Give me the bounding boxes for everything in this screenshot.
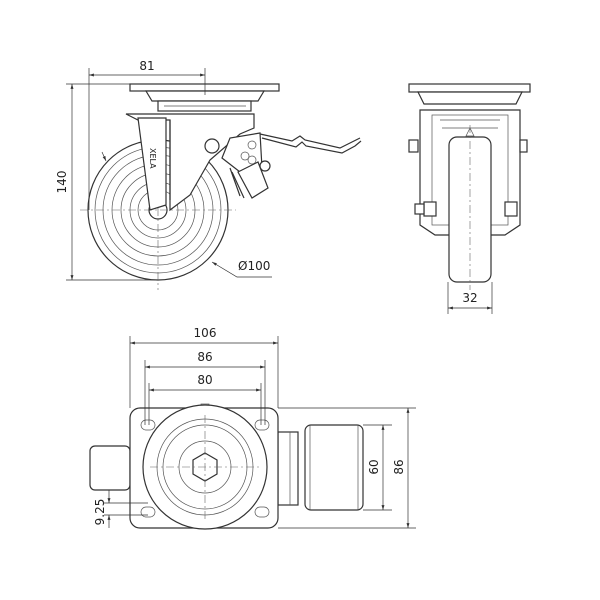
dimension-60: 60 [363, 424, 392, 511]
bolt [408, 139, 419, 153]
brake-stub [89, 445, 131, 491]
wheel-neck [277, 431, 299, 506]
dim-140-label: 140 [55, 171, 69, 194]
dim-80-label: 80 [197, 373, 212, 387]
dimension-9-25: 9.25 [93, 490, 148, 528]
side-top-plate [129, 83, 280, 112]
dimension-81: 81 [88, 59, 206, 210]
mount-hole [140, 506, 156, 518]
dim-86-label: 86 [197, 350, 212, 364]
dim-9-25-label: 9.25 [93, 499, 107, 526]
mount-hole [254, 506, 270, 518]
bolt [423, 201, 437, 217]
dimension-140: 140 [55, 83, 158, 281]
top-view: 106 86 80 60 86 [89, 326, 416, 530]
dim-diameter-label: Ø100 [238, 259, 270, 273]
side-fork: XELA [125, 113, 255, 212]
dim-81-label: 81 [139, 59, 154, 73]
dim-60-label: 60 [367, 459, 381, 474]
dimension-86-vertical: 86 [278, 407, 416, 529]
side-brake [204, 132, 362, 199]
top-wheel [304, 424, 364, 511]
dimension-106: 106 [129, 326, 279, 408]
mount-hole [140, 419, 156, 431]
dimension-diameter-100: Ø100 [101, 151, 272, 278]
front-view: 32 [408, 83, 531, 314]
dimension-80: 80 [148, 373, 262, 425]
side-view: XELA 81 140 [55, 59, 362, 290]
mount-hole [254, 419, 270, 431]
dimension-86-horizontal: 86 [144, 350, 266, 425]
fork-logo: XELA [148, 148, 157, 169]
dim-106-label: 106 [194, 326, 217, 340]
dim-32-label: 32 [462, 291, 477, 305]
dimension-32: 32 [447, 282, 493, 314]
dim-86-vertical-label: 86 [392, 459, 406, 474]
